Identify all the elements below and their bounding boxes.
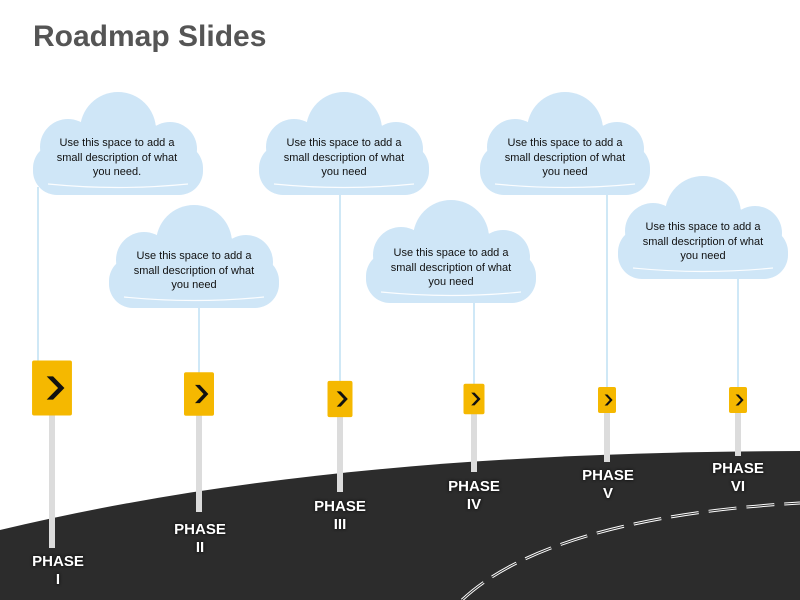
cloud-3-body	[259, 144, 429, 195]
cloud-4-body	[366, 252, 536, 303]
phase-1-word: PHASE	[32, 553, 84, 570]
cloud-5-description: Use this space to add a small descriptio…	[504, 137, 626, 178]
chevron-right-icon	[336, 391, 348, 407]
sign-2-pole	[196, 394, 202, 512]
chevron-right-icon	[735, 394, 744, 406]
sign-6	[729, 386, 747, 414]
page-title: Roadmap Slides	[33, 20, 267, 53]
sign-4-plate	[463, 383, 485, 415]
sign-5	[598, 386, 616, 414]
cloud-4	[366, 200, 536, 303]
phase-2-label: PHASE II	[160, 521, 240, 557]
sign-5-pole	[604, 400, 610, 462]
sign-1	[32, 360, 72, 416]
cloud-3-highlight	[273, 183, 415, 189]
sign-1-pole	[49, 388, 55, 548]
sign-3-plate	[327, 380, 353, 418]
cloud-1-body	[33, 144, 203, 195]
road	[0, 451, 800, 600]
cloud-5	[480, 92, 650, 195]
clouds-layer	[33, 92, 788, 308]
phase-5-word: PHASE	[582, 467, 634, 484]
cloud-4-highlight	[380, 291, 522, 297]
sign-4	[463, 383, 485, 415]
cloud-6-body	[618, 228, 788, 279]
cloud-1	[33, 92, 203, 195]
chevron-right-icon	[471, 392, 481, 406]
phase-6-label: PHASE VI	[698, 460, 778, 496]
cloud-2-body	[109, 257, 279, 308]
cloud-6	[618, 176, 788, 279]
cloud-5-body	[480, 144, 650, 195]
phase-1-label: PHASE I	[18, 553, 98, 589]
phase-5-label: PHASE V	[568, 467, 648, 503]
phase-4-numeral: IV	[466, 496, 482, 513]
phase-5-numeral: V	[602, 485, 613, 502]
phase-4-label: PHASE IV	[434, 478, 514, 514]
cloud-connectors	[37, 187, 739, 391]
phase-3-label: PHASE III	[300, 498, 380, 534]
phase-4-word: PHASE	[448, 478, 500, 495]
cloud-4-description: Use this space to add a small descriptio…	[390, 247, 512, 288]
phase-3-numeral: III	[333, 516, 347, 533]
phase-3-word: PHASE	[314, 498, 366, 515]
phase-6-word: PHASE	[712, 460, 764, 477]
cloud-2	[109, 205, 279, 308]
cloud-3-description: Use this space to add a small descriptio…	[283, 137, 405, 178]
cloud-1-highlight	[47, 183, 189, 189]
chevron-right-icon	[604, 394, 613, 406]
signs-layer	[32, 360, 747, 418]
chevron-right-icon	[46, 376, 65, 400]
sign-2	[184, 372, 214, 416]
sign-6-plate	[729, 386, 747, 414]
phase-1-numeral: I	[55, 571, 61, 588]
sign-5-plate	[598, 386, 616, 414]
phase-2-word: PHASE	[174, 521, 226, 538]
sign-4-pole	[471, 399, 477, 472]
cloud-6-highlight	[632, 267, 774, 273]
chevron-right-icon	[195, 384, 209, 404]
sign-6-pole	[735, 400, 741, 456]
sign-3-pole	[337, 399, 343, 492]
cloud-2-description: Use this space to add a small descriptio…	[133, 250, 255, 291]
sign-3	[327, 380, 353, 418]
cloud-1-description: Use this space to add a small descriptio…	[56, 137, 178, 178]
sign-1-plate	[32, 360, 72, 416]
cloud-6-description: Use this space to add a small descriptio…	[642, 221, 764, 262]
phase-6-numeral: VI	[730, 478, 746, 495]
sign-2-plate	[184, 372, 214, 416]
cloud-3	[259, 92, 429, 195]
phase-2-numeral: II	[195, 539, 205, 556]
cloud-5-highlight	[494, 183, 636, 189]
cloud-2-highlight	[123, 296, 265, 302]
sign-poles	[49, 388, 741, 548]
